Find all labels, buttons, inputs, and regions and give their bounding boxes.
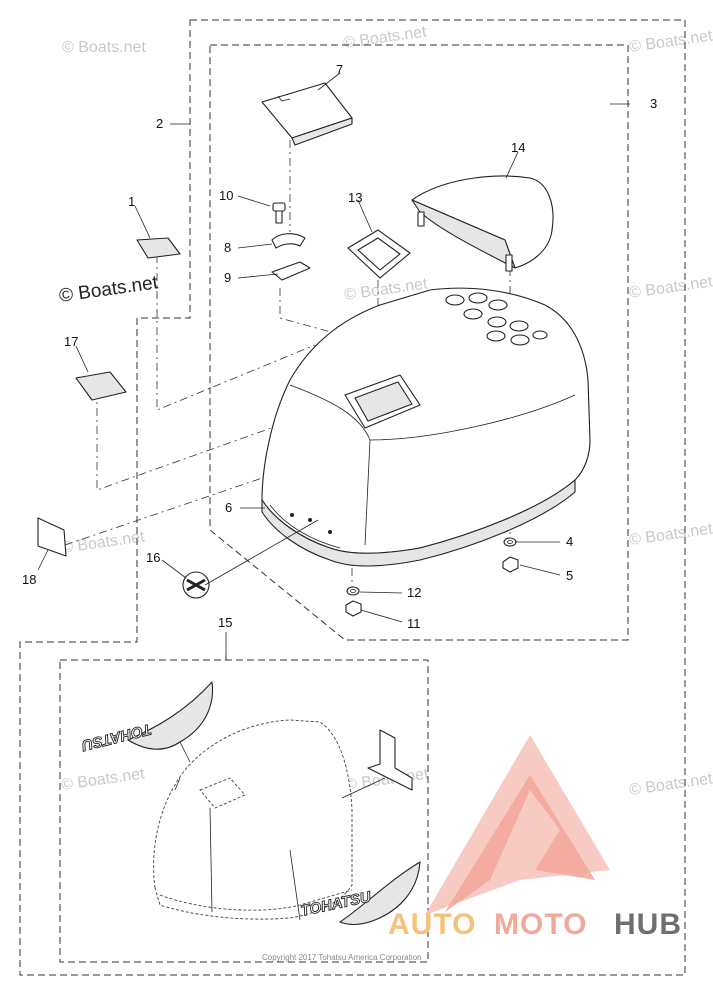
automotohub-logo: AUTO MOTO HUB	[388, 735, 682, 941]
callout-15: 15	[218, 615, 232, 630]
engine-cover	[261, 287, 591, 567]
callout-4: 4	[566, 534, 573, 549]
decal-set: TOHATSU TOHATSU	[78, 681, 421, 925]
watermark: © Boats.net	[628, 27, 713, 56]
part-1-label	[136, 237, 181, 259]
callout-16: 16	[146, 550, 160, 565]
cover-grommets	[445, 292, 548, 346]
decal-bottom-shape	[339, 861, 421, 925]
callout-2: 2	[156, 116, 163, 131]
watermark: © Boats.net	[342, 23, 428, 52]
part-14-cap	[411, 175, 554, 272]
part-18-label	[37, 517, 67, 557]
decal-side-piece	[367, 729, 413, 791]
watermark: © Boats.net	[60, 528, 146, 557]
callout-6: 6	[225, 500, 232, 515]
callout-11: 11	[407, 616, 421, 631]
watermark: © Boats.net	[628, 770, 713, 799]
callout-leaders	[37, 72, 630, 660]
callout-12: 12	[407, 585, 421, 600]
part-9-bracket	[271, 261, 311, 281]
watermark: © Boats.net	[628, 520, 713, 549]
part-8-clip	[271, 233, 306, 249]
callout-17: 17	[64, 334, 78, 349]
callout-labels: 1 2 3 4 5 6 7 8 9 10 11 12 13 14 15 16 1…	[22, 62, 657, 631]
part-4-washer	[503, 537, 517, 547]
watermark: © Boats.net	[62, 39, 146, 56]
callout-1: 1	[128, 194, 135, 209]
callout-10: 10	[219, 188, 233, 203]
watermark: © Boats.net	[628, 273, 713, 302]
part-11-nut	[345, 600, 362, 617]
part-10-bolt	[272, 202, 286, 224]
frame-2	[19, 19, 686, 976]
logo-text-auto: AUTO	[388, 908, 476, 941]
part-7-plate	[261, 82, 353, 146]
frame-15	[59, 659, 429, 963]
callout-13: 13	[348, 190, 362, 205]
callout-18: 18	[22, 572, 36, 587]
logo-text-moto: MOTO	[494, 908, 587, 941]
callout-3: 3	[650, 96, 657, 111]
copyright-text: Copyright 2017 Tohatsu America Corporati…	[262, 953, 422, 962]
part-16-emblem	[182, 571, 210, 599]
logo-text-hub: HUB	[614, 908, 682, 941]
callout-9: 9	[224, 270, 231, 285]
decal-top-shape	[127, 681, 214, 750]
part-17-label	[75, 371, 127, 401]
logo-triangle-mark	[425, 735, 610, 915]
assembly-frames	[19, 19, 686, 976]
part-13-seal	[347, 229, 411, 279]
callout-5: 5	[566, 568, 573, 583]
callout-14: 14	[511, 140, 525, 155]
watermark-emphasized: © Boats.net	[58, 272, 160, 307]
callout-7: 7	[336, 62, 343, 77]
decal-set-cover-outline	[153, 719, 353, 920]
decal-top-text: TOHATSU	[79, 720, 153, 754]
reference-line	[64, 454, 331, 546]
callout-8: 8	[224, 240, 231, 255]
part-5-nut	[502, 556, 519, 573]
watermark: © Boats.net	[60, 765, 146, 794]
part-12-washer	[346, 586, 360, 596]
